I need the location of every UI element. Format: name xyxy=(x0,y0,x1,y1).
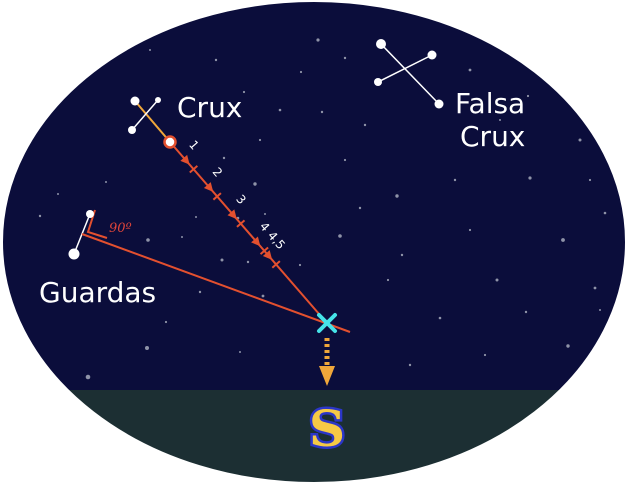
crux-alpha-star xyxy=(163,135,177,149)
faint-star xyxy=(146,238,150,242)
faint-star xyxy=(408,363,412,367)
down-arrow-icon xyxy=(319,338,335,386)
guide-arrowhead xyxy=(180,154,190,165)
faint-star xyxy=(320,110,324,114)
faint-star xyxy=(578,138,582,142)
faint-star xyxy=(316,38,320,42)
falsa-crux-star xyxy=(434,99,444,109)
faint-star xyxy=(566,344,570,348)
faint-star xyxy=(483,353,487,357)
faint-star xyxy=(222,156,226,160)
distance-tick xyxy=(271,260,281,269)
faint-star xyxy=(546,62,550,66)
faint-star xyxy=(338,234,342,238)
guardas-star xyxy=(86,210,94,218)
guardas-constellation: 90º xyxy=(68,209,351,333)
guide-arrowhead xyxy=(227,209,237,220)
faint-star xyxy=(198,290,202,294)
crux-star xyxy=(130,96,140,106)
faint-star xyxy=(164,320,168,324)
guardas-label: Guardas xyxy=(39,276,156,309)
crux-star xyxy=(155,97,161,103)
distance-tick xyxy=(236,219,246,228)
faint-star xyxy=(603,211,607,215)
faint-star xyxy=(261,294,265,298)
faint-star xyxy=(593,286,597,290)
faint-star xyxy=(588,178,592,182)
faint-star xyxy=(528,176,532,180)
faint-star xyxy=(258,138,262,142)
faint-star xyxy=(149,49,151,51)
falsa-crux-star xyxy=(376,39,386,49)
faint-star xyxy=(526,94,530,98)
crux-star xyxy=(128,126,136,134)
faint-star xyxy=(395,194,399,198)
guide-arrowhead xyxy=(203,182,214,192)
faint-star xyxy=(105,181,107,183)
guide-arrowhead xyxy=(251,236,261,247)
right-angle-icon xyxy=(86,209,108,239)
faint-star xyxy=(524,310,528,314)
faint-star xyxy=(386,278,390,282)
crux-constellation xyxy=(128,96,171,143)
faint-star xyxy=(299,70,303,74)
falsa-crux-star xyxy=(374,78,382,86)
faint-star xyxy=(195,216,197,218)
distance-tick xyxy=(212,192,222,201)
faint-star xyxy=(453,178,457,182)
faint-star xyxy=(214,58,218,62)
faint-star xyxy=(85,374,91,380)
crux-cross-line xyxy=(131,99,159,131)
crux-axis-line xyxy=(134,100,171,143)
guardas-bisector-line xyxy=(81,233,351,333)
faint-star xyxy=(264,213,266,215)
faint-star xyxy=(246,260,250,264)
faint-star xyxy=(343,56,347,60)
faint-star xyxy=(599,309,601,311)
faint-star xyxy=(242,90,246,94)
distance-tick xyxy=(259,246,269,255)
falsa-crux-line xyxy=(380,43,440,105)
faint-star xyxy=(468,228,472,232)
faint-star xyxy=(358,206,362,210)
falsa-crux-line xyxy=(377,54,433,83)
faint-star xyxy=(363,123,367,127)
faint-star xyxy=(278,108,282,112)
guardas-star xyxy=(68,248,80,260)
crux-label: Crux xyxy=(177,91,242,124)
right-angle-label: 90º xyxy=(109,221,132,236)
falsa-crux-label: Falsa xyxy=(455,87,525,120)
faint-star xyxy=(220,258,224,262)
faint-star xyxy=(181,236,183,238)
crux-extension-line xyxy=(169,141,327,323)
faint-star xyxy=(561,238,565,242)
distance-tick xyxy=(189,165,199,174)
south-letter-icon: S xyxy=(309,399,345,458)
faint-star xyxy=(468,68,472,72)
faint-star xyxy=(438,316,442,320)
cross-mark-icon xyxy=(317,313,337,333)
faint-star xyxy=(298,263,302,267)
faint-star xyxy=(343,158,347,162)
faint-star xyxy=(145,346,149,350)
falsa-crux-star xyxy=(427,50,437,60)
faint-star xyxy=(400,253,404,257)
faint-star xyxy=(57,193,59,195)
faint-star xyxy=(38,214,42,218)
faint-star xyxy=(253,182,257,186)
guide-arrowhead xyxy=(262,250,273,260)
faint-star xyxy=(499,119,501,121)
faint-star xyxy=(495,278,499,282)
falsa-crux-label-line2: Crux xyxy=(460,120,525,153)
faint-star xyxy=(239,351,241,353)
falsa-crux-constellation xyxy=(374,39,444,109)
